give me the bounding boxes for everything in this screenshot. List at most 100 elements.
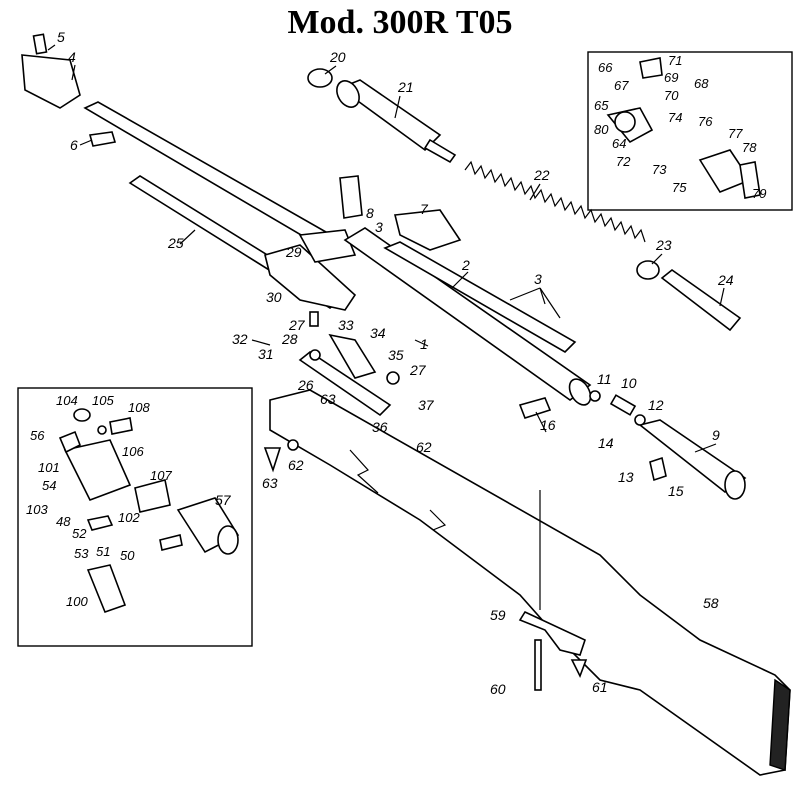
compression-tube-part (343, 227, 592, 406)
ring-11-part (589, 390, 601, 402)
callout-103: 103 (26, 502, 48, 517)
end-cap-part (638, 419, 747, 500)
stock-screw-63-part (263, 447, 282, 473)
callout-48: 48 (56, 514, 71, 529)
callout-12: 12 (648, 397, 664, 413)
callout-9: 9 (712, 427, 720, 443)
callout-20: 20 (329, 49, 346, 65)
rear-sight-part (394, 209, 462, 251)
callout-59: 59 (490, 607, 506, 623)
inset-top-right-callouts: 71 66 67 69 68 65 70 80 64 74 76 77 78 7… (594, 53, 766, 201)
breech-block-part (264, 229, 357, 311)
callout-68: 68 (694, 76, 709, 91)
callout-3-top: 3 (375, 219, 383, 235)
callout-104: 104 (56, 393, 78, 408)
callout-102: 102 (118, 510, 140, 525)
callout-34: 34 (370, 325, 386, 341)
callout-66: 66 (598, 60, 613, 75)
callout-27-right: 27 (409, 362, 427, 378)
callout-13: 13 (618, 469, 634, 485)
small-screw-part (570, 659, 588, 678)
callout-54: 54 (42, 478, 56, 493)
scope-rail-part (383, 241, 577, 353)
callout-108: 108 (128, 400, 150, 415)
callout-56: 56 (30, 428, 45, 443)
callout-74: 74 (668, 110, 682, 125)
trigger-guard-screw-part (534, 639, 542, 691)
callout-52: 52 (72, 526, 87, 541)
washer-part (636, 260, 660, 280)
callout-64: 64 (612, 136, 626, 151)
callout-76: 76 (698, 114, 713, 129)
callout-10: 10 (621, 375, 637, 391)
callout-100: 100 (66, 594, 88, 609)
callout-22: 22 (533, 167, 550, 183)
callout-65: 65 (594, 98, 609, 113)
callout-58: 58 (703, 595, 719, 611)
inset-left-parts (58, 408, 240, 614)
mainspring-part (464, 160, 646, 243)
callout-57: 57 (215, 492, 232, 508)
callout-80: 80 (594, 122, 609, 137)
callout-32: 32 (232, 331, 248, 347)
callout-28: 28 (281, 331, 298, 347)
callout-35: 35 (388, 347, 404, 363)
callout-101: 101 (38, 460, 60, 475)
callout-51: 51 (96, 544, 110, 559)
inset-top-right-parts (606, 57, 761, 199)
callout-27-left: 27 (288, 317, 306, 333)
piston-part (336, 79, 457, 164)
callout-7: 7 (420, 201, 429, 217)
callout-33: 33 (338, 317, 354, 333)
callout-75: 75 (672, 180, 687, 195)
callout-72: 72 (616, 154, 631, 169)
callout-62-upper: 62 (416, 439, 432, 455)
callout-8: 8 (366, 205, 374, 221)
callout-36: 36 (372, 419, 388, 435)
callout-105: 105 (92, 393, 114, 408)
callout-15: 15 (668, 483, 684, 499)
stock-part (269, 389, 791, 776)
callout-106: 106 (122, 444, 144, 459)
callout-31: 31 (258, 346, 274, 362)
callout-21: 21 (397, 79, 414, 95)
callout-67: 67 (614, 78, 629, 93)
callout-63-lower: 63 (262, 475, 278, 491)
callout-69: 69 (664, 70, 678, 85)
inset-top-right (587, 51, 793, 211)
callout-63-upper: 63 (320, 391, 336, 407)
inset-left-callouts: 104 105 108 56 106 101 107 54 103 48 102… (26, 393, 172, 609)
callout-79: 79 (752, 186, 766, 201)
callout-60: 60 (490, 681, 506, 697)
callout-25: 25 (167, 235, 184, 251)
front-sight-part (339, 175, 363, 219)
callout-50: 50 (120, 548, 135, 563)
callout-23: 23 (655, 237, 672, 253)
end-cap-screw-part (649, 456, 667, 482)
callout-29: 29 (285, 244, 302, 260)
stock-screw-62-part (287, 439, 299, 451)
leader-lines (47, 44, 725, 610)
callout-71: 71 (668, 53, 682, 68)
callout-2: 2 (461, 257, 470, 273)
callout-107: 107 (150, 468, 172, 483)
callout-24: 24 (717, 272, 734, 288)
callout-62-lower: 62 (288, 457, 304, 473)
spring-guide-pin-part (609, 394, 637, 416)
diagram-title: Mod. 300R T05 (287, 4, 513, 41)
trigger-group-part (298, 311, 400, 417)
safety-part (518, 397, 552, 419)
ring-12-part (634, 414, 646, 426)
callout-4: 4 (68, 49, 76, 65)
callout-14: 14 (598, 435, 614, 451)
callout-26: 26 (297, 377, 314, 393)
callout-73: 73 (652, 162, 667, 177)
callout-37: 37 (418, 397, 435, 413)
callout-3-right: 3 (534, 271, 542, 287)
callout-30: 30 (266, 289, 282, 305)
callout-6: 6 (70, 137, 78, 153)
spring-guide-part (660, 268, 742, 332)
trigger-guard-part (518, 610, 586, 656)
callout-77: 77 (728, 126, 743, 141)
